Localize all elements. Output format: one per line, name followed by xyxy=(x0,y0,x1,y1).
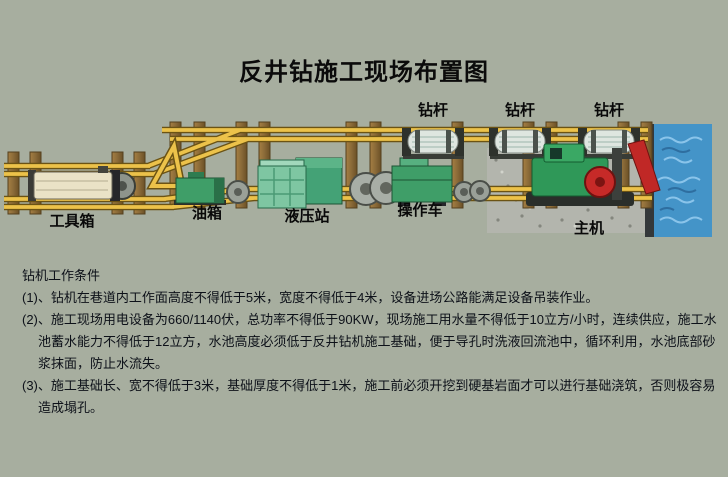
condition-item: (1)、钻机在巷道内工作面高度不得低于5米，宽度不得低于4米，设备进场公路能满足… xyxy=(22,290,599,305)
condition-item: (3)、施工基础长、宽不得低于3米，基础厚度不得低于1米，施工前必须开挖到硬基岩… xyxy=(22,378,716,415)
oil-tank-graphic xyxy=(174,172,226,205)
label-operation-cart: 操作车 xyxy=(397,202,443,219)
track-rollers-graphic xyxy=(453,180,491,203)
condition-item: (2)、施工现场用电设备为660/1140伏，总功率不得低于90KW，现场施工用… xyxy=(22,312,717,371)
page-title: 反井钻施工现场布置图 xyxy=(239,59,489,86)
conditions-heading: 钻机工作条件 xyxy=(22,268,101,283)
label-toolbox: 工具箱 xyxy=(49,213,95,230)
toolbox-graphic xyxy=(28,166,120,201)
main-machine-graphic xyxy=(526,139,661,206)
label-drill-rod-2: 钻杆 xyxy=(504,102,535,119)
label-drill-rod-3: 钻杆 xyxy=(593,102,624,119)
switch-stand-graphic xyxy=(146,135,187,190)
working-conditions: 钻机工作条件 (1)、钻机在巷道内工作面高度不得低于5米，宽度不得低于4米，设备… xyxy=(22,265,722,419)
hydraulic-station-graphic xyxy=(257,157,343,209)
label-main-machine: 主机 xyxy=(573,220,604,237)
roller-drum-graphic xyxy=(226,180,250,204)
operation-cart-graphic xyxy=(349,157,453,206)
label-hydraulic-station: 液压站 xyxy=(284,208,330,225)
label-drill-rod-1: 钻杆 xyxy=(417,102,448,119)
drill-rod-rack-graphic xyxy=(402,128,640,159)
label-oil-tank: 油箱 xyxy=(191,205,222,222)
site-layout-diagram xyxy=(4,121,712,237)
